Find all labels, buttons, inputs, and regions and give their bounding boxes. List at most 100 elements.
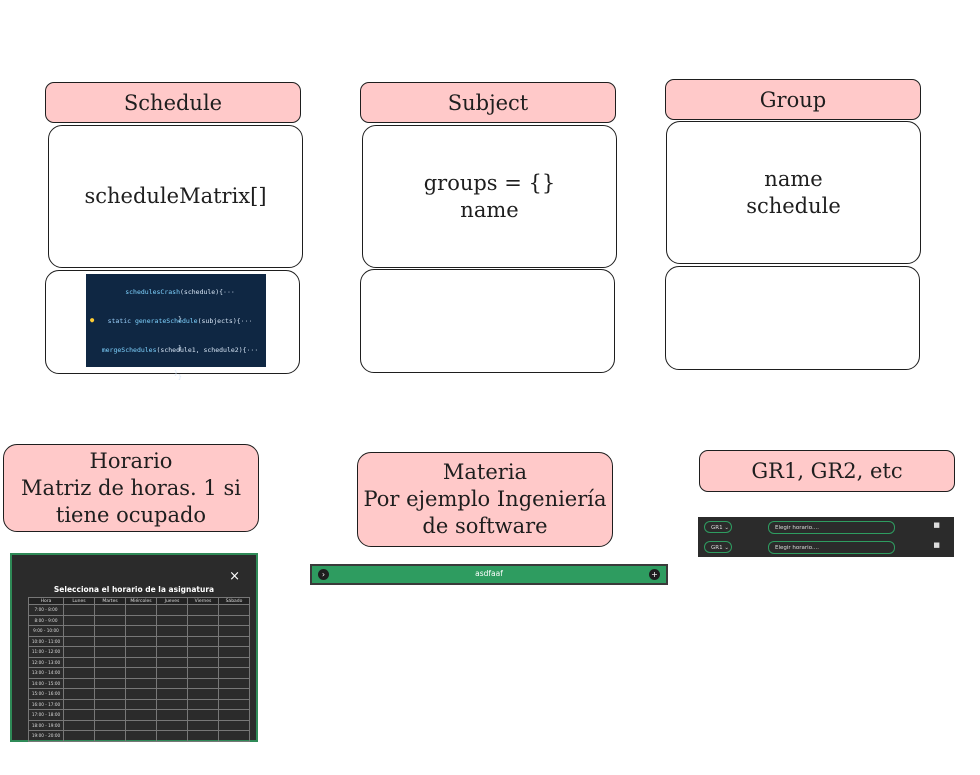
schedule-cell[interactable] [125,719,157,731]
schedule-cell[interactable] [63,709,95,721]
attribute: name [460,197,519,222]
schedule-cell[interactable] [156,677,188,689]
schedule-cell[interactable] [125,635,157,647]
schedule-cell[interactable] [125,688,157,700]
close-icon[interactable]: × [229,569,240,584]
schedule-cell[interactable] [94,719,126,731]
schedule-cell[interactable] [156,719,188,731]
schedule-cell[interactable] [125,625,157,637]
schedule-cell[interactable] [125,646,157,658]
schedule-cell[interactable] [94,614,126,626]
hour-label: 8:00 - 9:00 [28,614,64,626]
schedule-cell[interactable] [94,688,126,700]
schedule-cell[interactable] [218,604,250,616]
trash-icon[interactable]: ■ [933,521,940,529]
schedule-cell[interactable] [63,667,95,679]
schedule-cell[interactable] [156,688,188,700]
schedule-cell[interactable] [218,614,250,626]
grid-row: 14:00 - 15:00 [28,677,250,689]
schedule-cell[interactable] [63,604,95,616]
column-header: Martes [94,597,126,605]
hour-label: 19:00 - 20:00 [28,730,64,742]
schedule-cell[interactable] [218,667,250,679]
schedule-cell[interactable] [94,604,126,616]
schedule-cell[interactable] [187,635,219,647]
schedule-cell[interactable] [218,719,250,731]
schedule-cell[interactable] [156,709,188,721]
schedule-cell[interactable] [218,709,250,721]
methods-code-screenshot: schedulesCrash(schedule){···} ●static ge… [86,274,266,381]
subject-class-methods [360,269,615,373]
schedule-cell[interactable] [125,730,157,742]
schedule-cell[interactable] [187,614,219,626]
schedule-cell[interactable] [125,709,157,721]
group-select[interactable]: GR1 ⌄ [704,541,732,553]
schedule-cell[interactable] [187,719,219,731]
schedule-cell[interactable] [156,646,188,658]
schedule-cell[interactable] [125,614,157,626]
schedule-cell[interactable] [187,667,219,679]
schedule-cell[interactable] [218,688,250,700]
group-select[interactable]: GR1 ⌄ [704,521,732,533]
schedule-cell[interactable] [125,677,157,689]
schedule-cell[interactable] [94,656,126,668]
schedule-cell[interactable] [94,667,126,679]
schedule-cell[interactable] [63,719,95,731]
schedule-cell[interactable] [125,667,157,679]
schedule-cell[interactable] [156,635,188,647]
schedule-cell[interactable] [125,698,157,710]
schedule-cell[interactable] [156,667,188,679]
subject-row-bar[interactable]: › asdfaaf + [310,564,668,585]
schedule-class-methods: schedulesCrash(schedule){···} ●static ge… [45,270,300,381]
schedule-cell[interactable] [187,677,219,689]
schedule-cell[interactable] [63,635,95,647]
schedule-cell[interactable] [187,604,219,616]
schedule-cell[interactable] [63,614,95,626]
schedule-cell[interactable] [218,656,250,668]
schedule-cell[interactable] [94,730,126,742]
hour-label: 17:00 - 18:00 [28,709,64,721]
schedule-cell[interactable] [94,709,126,721]
schedule-cell[interactable] [218,646,250,658]
schedule-cell[interactable] [63,625,95,637]
schedule-cell[interactable] [94,625,126,637]
chevron-right-icon[interactable]: › [318,569,329,580]
schedule-cell[interactable] [156,656,188,668]
schedule-cell[interactable] [156,698,188,710]
schedule-cell[interactable] [218,625,250,637]
schedule-cell[interactable] [94,698,126,710]
trash-icon[interactable]: ■ [933,541,940,549]
schedule-cell[interactable] [218,730,250,742]
schedule-cell[interactable] [156,730,188,742]
schedule-input[interactable]: Elegir horario.... [768,541,895,554]
schedule-input[interactable]: Elegir horario.... [768,521,895,534]
schedule-cell[interactable] [63,698,95,710]
schedule-cell[interactable] [125,604,157,616]
schedule-cell[interactable] [156,614,188,626]
schedule-cell[interactable] [187,646,219,658]
schedule-cell[interactable] [94,635,126,647]
schedule-cell[interactable] [94,646,126,658]
schedule-cell[interactable] [187,625,219,637]
schedule-cell[interactable] [187,709,219,721]
plus-icon[interactable]: + [649,569,660,580]
schedule-cell[interactable] [63,688,95,700]
schedule-cell[interactable] [218,635,250,647]
attribute: scheduleMatrix[] [84,184,267,208]
column-header: Viernes [187,597,219,605]
schedule-cell[interactable] [218,698,250,710]
schedule-cell[interactable] [63,646,95,658]
schedule-cell[interactable] [94,677,126,689]
schedule-cell[interactable] [156,604,188,616]
schedule-cell[interactable] [63,677,95,689]
schedule-cell[interactable] [187,730,219,742]
schedule-cell[interactable] [187,688,219,700]
schedule-cell[interactable] [156,625,188,637]
schedule-cell[interactable] [63,656,95,668]
schedule-cell[interactable] [187,656,219,668]
schedule-cell[interactable] [187,698,219,710]
schedule-cell[interactable] [125,656,157,668]
schedule-cell[interactable] [63,730,95,742]
schedule-cell[interactable] [218,677,250,689]
column-header: Jueves [156,597,188,605]
